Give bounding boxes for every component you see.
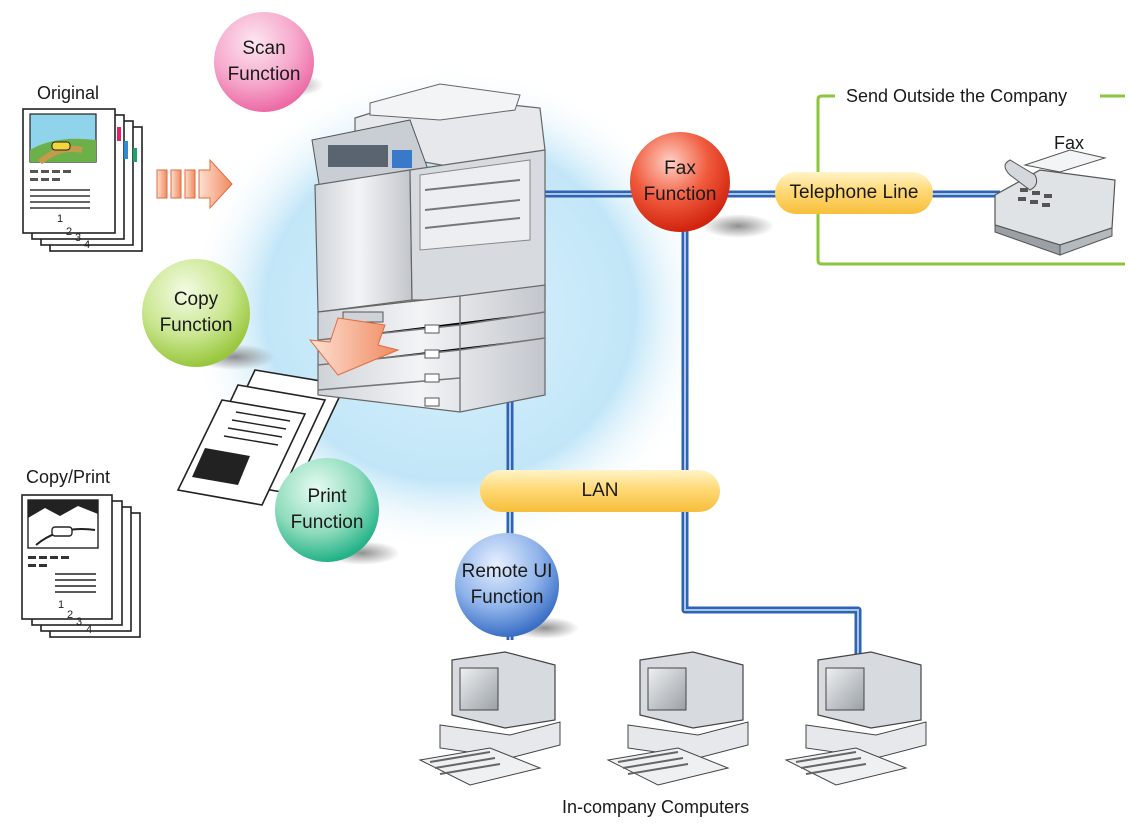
original-page-4: 4 <box>84 239 90 251</box>
copy-page-1: 1 <box>58 599 64 611</box>
fax-line-2: Function <box>643 184 717 205</box>
output-sheets <box>176 369 347 506</box>
copy-page-4: 4 <box>86 624 92 636</box>
computer-icon <box>606 651 749 786</box>
copy-line-1: Copy <box>173 289 219 311</box>
copy-page-3: 3 <box>76 616 82 628</box>
remote-ui-line-2: Function <box>470 587 544 608</box>
print-line-1: Print <box>307 486 347 508</box>
telephone-line-pill: Telephone Line <box>775 172 933 214</box>
fax-machine-icon <box>994 149 1116 256</box>
copy-line-2: Function <box>159 315 233 336</box>
fax-device-label: Fax <box>1054 133 1085 153</box>
send-outside-label: Send Outside the Company <box>846 86 1068 106</box>
printer-icon <box>311 83 546 413</box>
original-page-3: 3 <box>75 232 81 244</box>
copy-document-stack <box>21 494 141 638</box>
remote-ui-line-1: Remote UI <box>461 561 553 583</box>
scan-line-2: Function <box>227 64 301 85</box>
lan-pill: LAN <box>480 470 720 512</box>
original-label: Original <box>37 83 100 103</box>
computer-icon <box>784 651 927 786</box>
arrow-down-icon <box>308 317 400 376</box>
in-company-computers-label: In-company Computers <box>562 797 750 817</box>
copy-print-label: Copy/Print <box>26 467 111 487</box>
scan-line-1: Scan <box>242 38 286 60</box>
fax-line-1: Fax <box>664 158 696 180</box>
remote-ui-function-bubble: Remote UI Function <box>455 533 559 637</box>
original-document-stack <box>22 108 143 252</box>
original-page-1: 1 <box>57 213 63 225</box>
print-line-2: Function <box>290 512 364 533</box>
copy-page-2: 2 <box>67 609 73 621</box>
computer-icon <box>418 651 561 786</box>
original-page-2: 2 <box>66 226 72 238</box>
arrow-right-icon <box>156 158 233 210</box>
